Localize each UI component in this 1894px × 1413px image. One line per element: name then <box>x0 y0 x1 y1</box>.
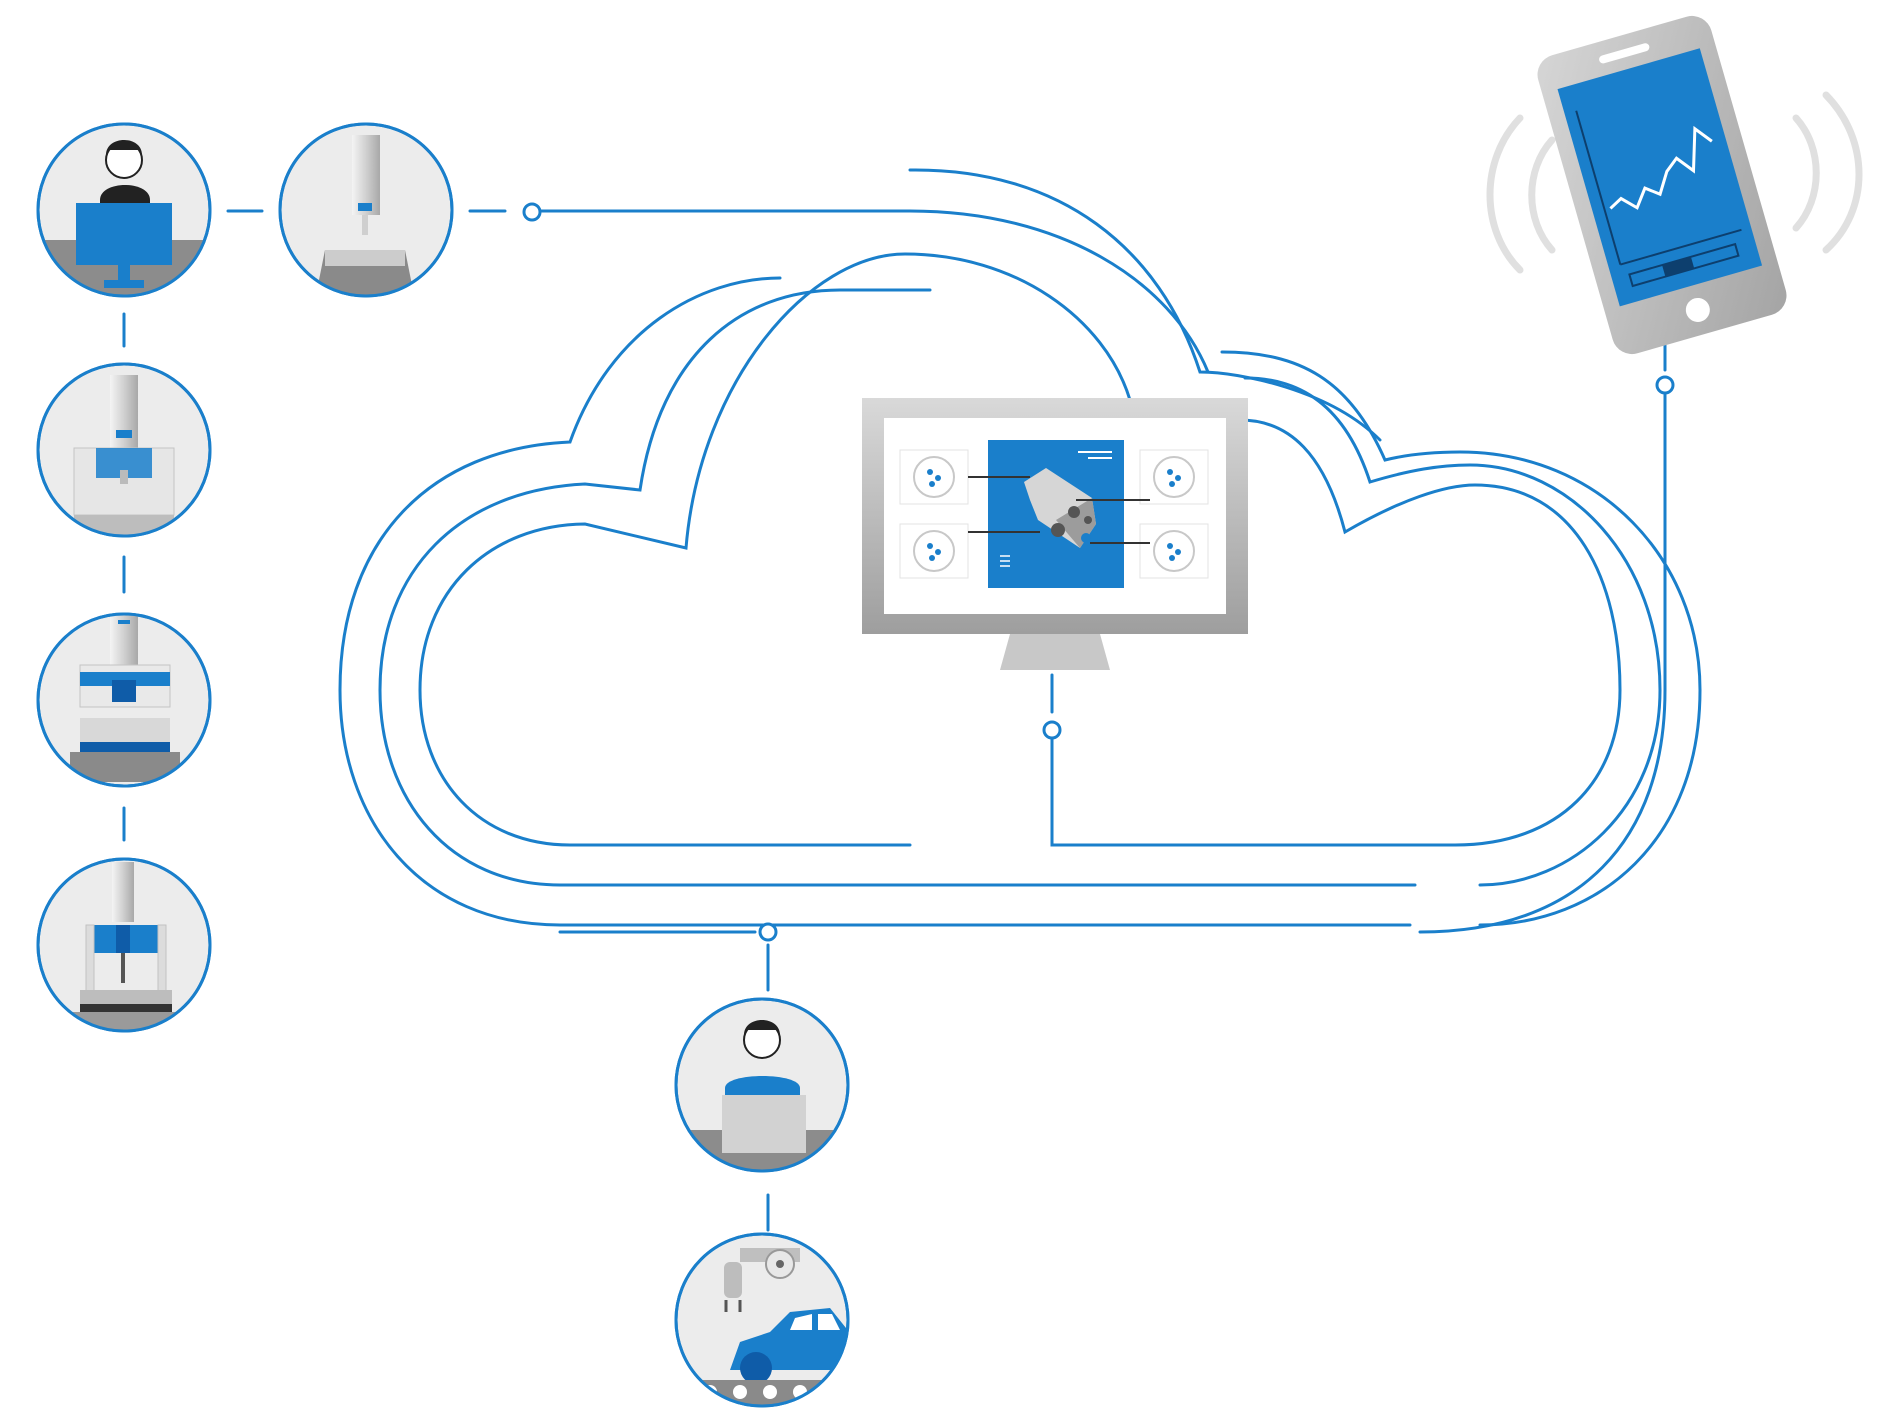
signal-wave-right-outer <box>1822 91 1863 254</box>
scan-grid-right-bottom-icon <box>1139 523 1209 579</box>
link-phone-arc <box>1418 688 1667 934</box>
signal-wave-left-inner <box>1528 136 1556 254</box>
connector-dot-bottom <box>758 922 778 942</box>
node-cmm-machine-gantry <box>36 857 212 1033</box>
connection-lines <box>122 209 1667 1232</box>
connector-dots <box>522 202 1675 942</box>
cloud-outline-right-mid <box>1243 376 1662 887</box>
phone-trend-line <box>1609 125 1713 210</box>
connector-dot-phone <box>1655 375 1675 395</box>
node-cmm-machine-bridge <box>36 612 212 788</box>
signal-wave-left-outer <box>1486 114 1524 274</box>
probe-head-icon <box>315 135 415 296</box>
node-laptop-operator <box>674 997 850 1173</box>
node-cmm-probe-head <box>278 122 454 298</box>
node-workstation-operator <box>36 122 212 298</box>
desktop-monitor-icon <box>862 398 1248 670</box>
scan-grid-right-top-icon <box>1139 449 1209 505</box>
cloud-outline-right-outer <box>1220 350 1702 927</box>
node-production-line <box>674 1232 850 1408</box>
machined-part-icon <box>1024 468 1096 548</box>
bridge-cmm-icon <box>70 615 180 782</box>
connector-dot-top <box>522 202 542 222</box>
cloud-outline-middle <box>378 288 1417 887</box>
node-cmm-machine-small <box>36 362 212 538</box>
connector-dot-monitor <box>1042 720 1062 740</box>
phone-screen <box>1557 48 1763 307</box>
link-top-arc <box>908 209 1210 374</box>
cmm-machine-icon <box>73 375 175 535</box>
cloud-shape <box>338 168 1702 927</box>
cloud-outline-inner <box>418 252 1622 847</box>
scan-grid-left-top-icon <box>899 449 969 505</box>
scan-grid-left-bottom-icon <box>899 523 969 579</box>
signal-wave-right-inner <box>1792 114 1820 232</box>
person-at-laptop-icon <box>676 1020 848 1171</box>
smartphone-icon <box>1486 15 1863 355</box>
